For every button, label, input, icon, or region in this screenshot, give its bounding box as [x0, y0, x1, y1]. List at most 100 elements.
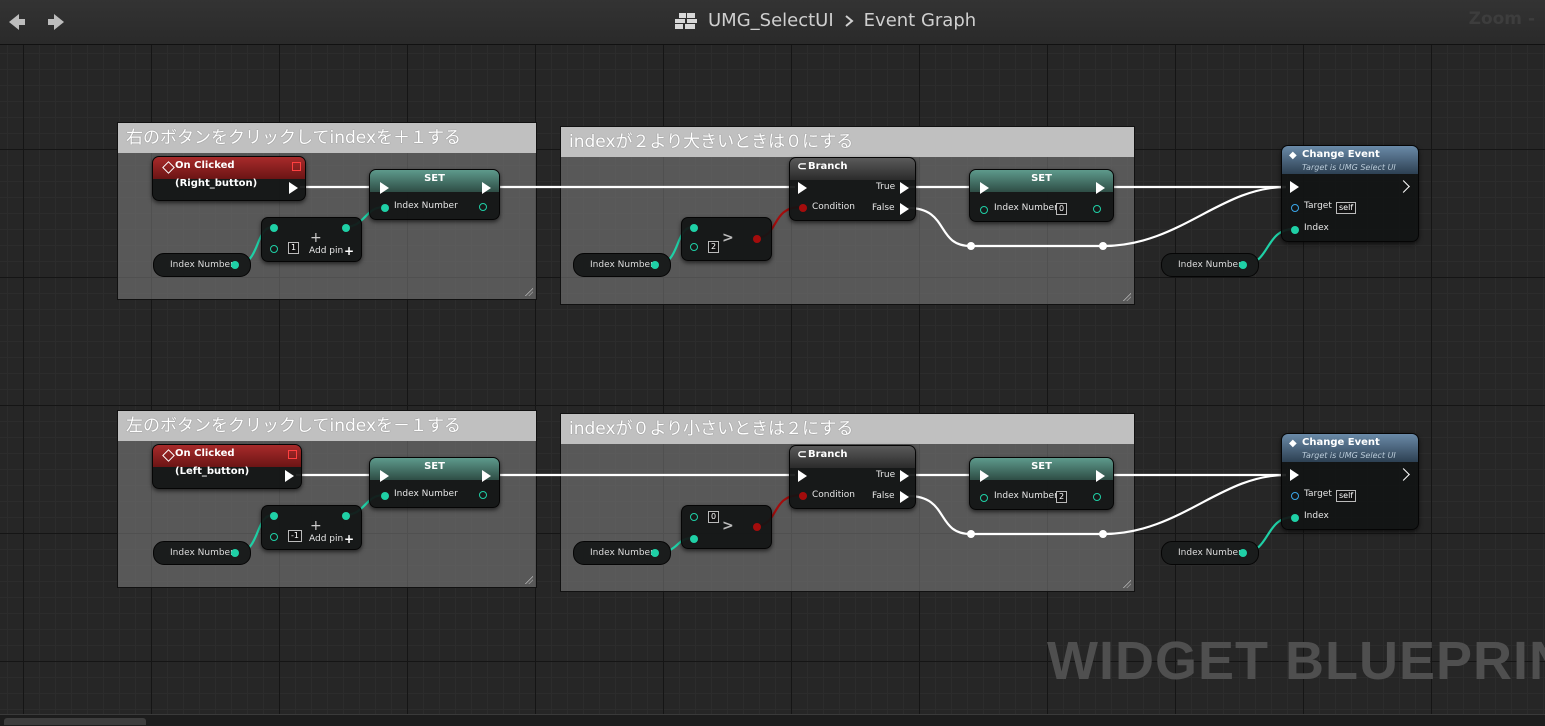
- compare-value-box[interactable]: 2: [708, 241, 720, 253]
- get-index-number[interactable]: Index Number: [573, 253, 671, 277]
- integer-output-pin[interactable]: [479, 491, 487, 499]
- exec-output-pin[interactable]: [1397, 180, 1410, 193]
- set-index-node[interactable]: SET Index Number 0: [969, 169, 1114, 222]
- greater-than-node[interactable]: 2 >: [681, 217, 772, 261]
- delegate-pin-icon[interactable]: [288, 450, 297, 459]
- exec-output-pin[interactable]: [482, 182, 491, 194]
- integer-input-pin[interactable]: [270, 512, 278, 520]
- exec-false-pin[interactable]: [900, 491, 909, 503]
- add-pin-icon[interactable]: +: [344, 244, 355, 258]
- integer-input-pin[interactable]: [1291, 226, 1299, 234]
- event-diamond-icon: [162, 449, 175, 462]
- exec-input-pin[interactable]: [1290, 469, 1299, 481]
- exec-output-pin[interactable]: [289, 182, 298, 194]
- exec-input-pin[interactable]: [798, 470, 807, 482]
- set-index-node[interactable]: SET Index Number: [369, 457, 500, 508]
- boolean-output-pin[interactable]: [753, 523, 761, 531]
- integer-output-pin[interactable]: [342, 512, 350, 520]
- integer-input-pin[interactable]: [980, 206, 988, 214]
- exec-output-pin[interactable]: [1096, 182, 1105, 194]
- exec-input-pin[interactable]: [980, 470, 989, 482]
- breadcrumb-asset[interactable]: UMG_SelectUI: [708, 10, 834, 31]
- exec-input-pin[interactable]: [1290, 181, 1299, 193]
- set-index-node[interactable]: SET Index Number: [369, 169, 500, 220]
- integer-input-pin[interactable]: [1291, 514, 1299, 522]
- integer-output-pin[interactable]: [651, 261, 659, 269]
- back-arrow-icon[interactable]: [5, 11, 27, 33]
- exec-true-pin[interactable]: [900, 182, 909, 194]
- add-pin-icon[interactable]: +: [344, 532, 355, 546]
- branch-node[interactable]: ⊂ Branch True Condition False: [789, 445, 916, 509]
- get-index-number[interactable]: Index Number: [153, 541, 251, 565]
- get-index-number[interactable]: Index Number: [1161, 541, 1259, 565]
- integer-output-pin[interactable]: [342, 224, 350, 232]
- integer-input-pin[interactable]: [980, 494, 988, 502]
- exec-false-pin[interactable]: [900, 203, 909, 215]
- integer-output-pin[interactable]: [479, 203, 487, 211]
- integer-output-pin[interactable]: [651, 549, 659, 557]
- get-index-number[interactable]: Index Number: [1161, 253, 1259, 277]
- forward-arrow-icon[interactable]: [46, 11, 68, 33]
- resize-handle-icon[interactable]: [1123, 580, 1131, 588]
- integer-output-pin[interactable]: [1093, 493, 1101, 501]
- integer-input-pin[interactable]: [690, 224, 698, 232]
- get-index-number[interactable]: Index Number: [573, 541, 671, 565]
- set-value-box[interactable]: 0: [1056, 203, 1068, 215]
- boolean-input-pin[interactable]: [799, 204, 807, 212]
- integer-output-pin[interactable]: [1239, 261, 1247, 269]
- integer-output-pin[interactable]: [231, 261, 239, 269]
- resize-handle-icon[interactable]: [525, 288, 533, 296]
- comment-title[interactable]: indexが２より大きいときは０にする: [561, 127, 1134, 157]
- integer-input-pin[interactable]: [690, 535, 698, 543]
- exec-output-pin[interactable]: [1397, 468, 1410, 481]
- exec-input-pin[interactable]: [380, 182, 389, 194]
- resize-handle-icon[interactable]: [1123, 293, 1131, 301]
- exec-input-pin[interactable]: [798, 182, 807, 194]
- object-input-pin[interactable]: [1291, 492, 1299, 500]
- self-value-box[interactable]: self: [1336, 202, 1357, 214]
- boolean-input-pin[interactable]: [799, 492, 807, 500]
- exec-true-pin[interactable]: [900, 470, 909, 482]
- exec-output-pin[interactable]: [285, 470, 294, 482]
- event-on-clicked-right[interactable]: On Clicked (Right_button): [152, 156, 306, 201]
- set-index-node[interactable]: SET Index Number 2: [969, 457, 1114, 510]
- branch-node[interactable]: ⊂ Branch True Condition False: [789, 157, 916, 221]
- event-on-clicked-left[interactable]: On Clicked (Left_button): [152, 444, 302, 489]
- integer-input-pin[interactable]: [690, 243, 698, 251]
- integer-input-pin[interactable]: [270, 224, 278, 232]
- resize-handle-icon[interactable]: [525, 576, 533, 584]
- exec-output-pin[interactable]: [482, 470, 491, 482]
- change-event-node[interactable]: ◆ Change Event Target is UMG Select UI T…: [1281, 433, 1419, 530]
- integer-output-pin[interactable]: [1093, 205, 1101, 213]
- object-input-pin[interactable]: [1291, 204, 1299, 212]
- add-pin-label[interactable]: Add pin: [309, 534, 344, 544]
- comment-title[interactable]: indexが０より小さいときは２にする: [561, 414, 1134, 444]
- integer-output-pin[interactable]: [231, 549, 239, 557]
- set-value-box[interactable]: 2: [1056, 491, 1068, 503]
- add-value-box[interactable]: -1: [288, 530, 302, 542]
- add-node[interactable]: -1 + Add pin +: [261, 505, 362, 550]
- boolean-output-pin[interactable]: [753, 235, 761, 243]
- bottom-tab[interactable]: [4, 718, 146, 725]
- integer-input-pin[interactable]: [690, 513, 698, 521]
- get-index-number[interactable]: Index Number: [153, 253, 251, 277]
- add-pin-label[interactable]: Add pin: [309, 246, 344, 256]
- add-value-box[interactable]: 1: [288, 242, 300, 254]
- exec-output-pin[interactable]: [1096, 470, 1105, 482]
- change-event-node[interactable]: ◆ Change Event Target is UMG Select UI T…: [1281, 145, 1419, 242]
- integer-output-pin[interactable]: [1239, 549, 1247, 557]
- integer-input-pin[interactable]: [270, 245, 278, 253]
- comment-title[interactable]: 左のボタンをクリックしてindexを－１する: [118, 411, 536, 441]
- integer-input-pin[interactable]: [381, 492, 389, 500]
- integer-input-pin[interactable]: [270, 533, 278, 541]
- exec-input-pin[interactable]: [380, 470, 389, 482]
- self-value-box[interactable]: self: [1336, 490, 1357, 502]
- delegate-pin-icon[interactable]: [292, 162, 301, 171]
- exec-input-pin[interactable]: [980, 182, 989, 194]
- integer-input-pin[interactable]: [381, 204, 389, 212]
- add-node[interactable]: 1 + Add pin +: [261, 217, 362, 262]
- node-title: Change Event: [1302, 149, 1380, 160]
- compare-value-box[interactable]: 0: [708, 511, 720, 523]
- less-than-node[interactable]: 0 >: [681, 505, 772, 549]
- comment-title[interactable]: 右のボタンをクリックしてindexを＋１する: [118, 123, 536, 153]
